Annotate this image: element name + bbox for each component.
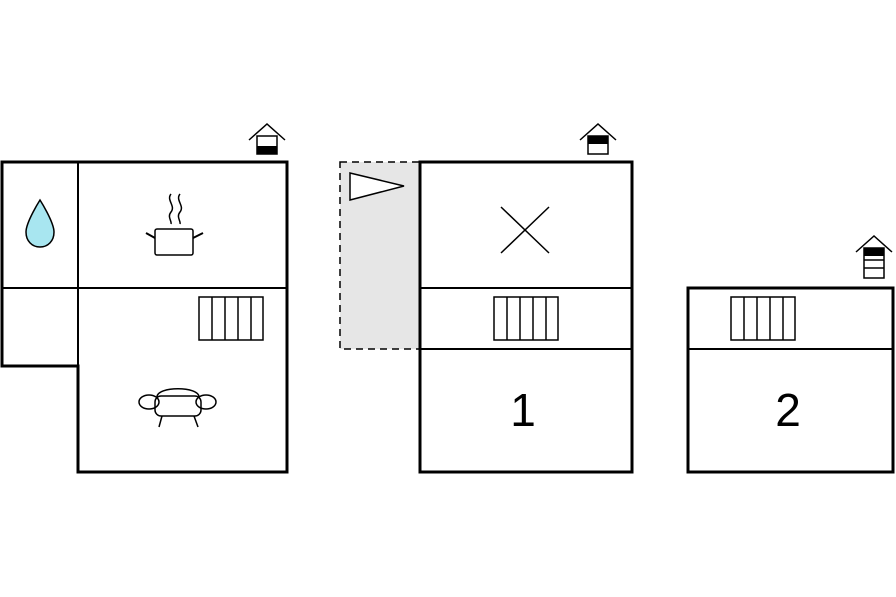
room-number-1: 1 <box>510 384 536 436</box>
floor-level-icon <box>579 122 617 155</box>
unit-a-outline <box>0 160 289 474</box>
unit-b-outline <box>418 160 634 474</box>
room-number-2: 2 <box>775 384 801 436</box>
radiator-icon <box>730 296 796 341</box>
unit-c: 2 <box>686 234 895 474</box>
flag-pennant-icon <box>349 172 405 201</box>
unit-b: 1 <box>339 122 634 474</box>
floor-level-icon <box>248 122 286 155</box>
unit-c-outline <box>686 286 895 474</box>
cooking-pot-icon <box>145 193 204 256</box>
unit-a <box>0 122 289 474</box>
radiator-icon <box>198 296 264 341</box>
cross-icon <box>500 206 550 254</box>
water-drop-icon <box>25 198 55 248</box>
sofa-icon <box>138 388 217 428</box>
floor-level-icon <box>855 234 893 279</box>
radiator-icon <box>493 296 559 341</box>
